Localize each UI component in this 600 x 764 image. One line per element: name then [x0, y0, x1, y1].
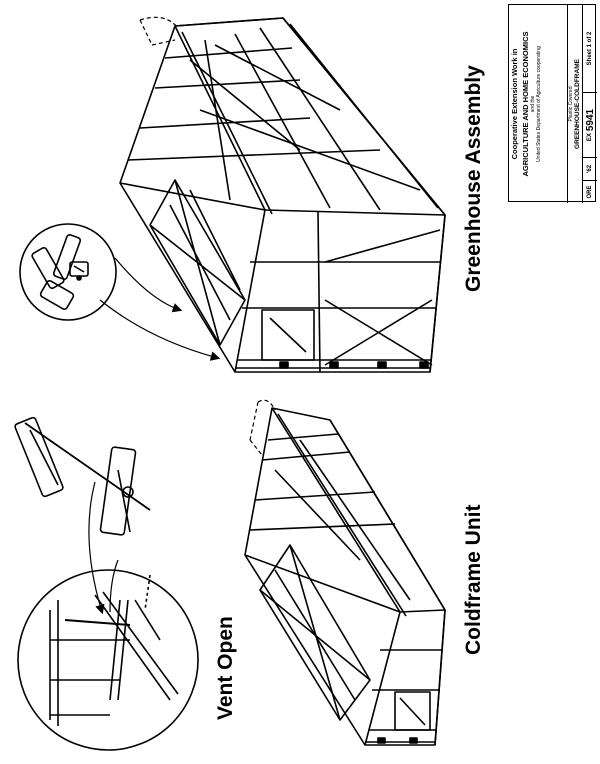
connector-detail-arrows — [99, 257, 221, 361]
greenhouse-vent-dashed — [139, 16, 179, 46]
greenhouse-assembly-caption: Greenhouse Assembly — [462, 65, 485, 292]
title-block-info-row: ORE '62 EX 5941 Sheet 1 of 2 — [583, 5, 597, 203]
sheet-number: Sheet 1 of 2 — [587, 31, 593, 66]
state-code: ORE — [583, 180, 597, 203]
drawing-name: GREENHOUSE-COLDFRAME — [574, 59, 581, 149]
coldframe-frame-drawing — [244, 407, 446, 746]
vent-detail-arrows — [88, 481, 119, 615]
vent-open-caption: Vent Open — [214, 616, 237, 720]
coldframe-unit-caption: Coldframe Unit — [462, 504, 485, 655]
ex-label: EX — [587, 133, 593, 142]
vent-bracket-detail — [14, 416, 151, 536]
connector-detail-circle — [19, 223, 117, 321]
vent-detail-circle — [17, 569, 199, 751]
greenhouse-frame-drawing — [119, 17, 446, 373]
ex-number: 5941 — [584, 108, 596, 132]
ex-number-cell: EX 5941 — [583, 92, 597, 157]
year-code: '62 — [583, 157, 597, 180]
usda-text: United States Department of Agriculture … — [536, 46, 542, 162]
coldframe-vent-dashed — [249, 399, 276, 456]
title-block: Cooperative Extension Work in AGRICULTUR… — [508, 4, 597, 203]
org-line-2: AGRICULTURE AND HOME ECONOMICS — [520, 31, 530, 177]
org-line-1: Cooperative Extension Work in — [510, 48, 519, 160]
